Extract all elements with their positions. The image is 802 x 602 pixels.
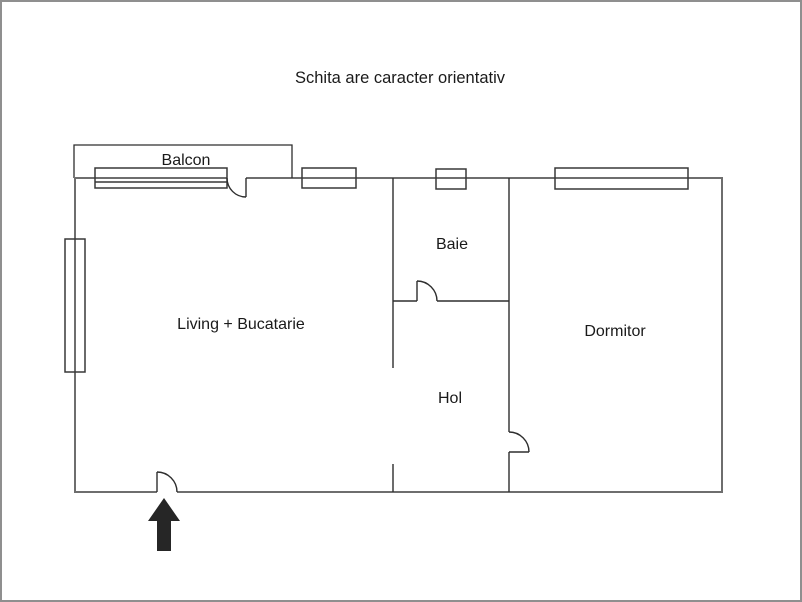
living-top-window [301,167,357,189]
entrance-arrow-icon [148,498,180,551]
balcony-outline [73,144,293,178]
exterior-walls [74,177,723,493]
room-label-dormitor: Dormitor [584,323,646,340]
plan-title: Schita are caracter orientativ [295,69,506,87]
windows [64,167,689,373]
room-label-balcon: Balcon [162,152,211,169]
bathroom-door [416,280,438,302]
interior-walls [392,178,510,492]
living-left-window [64,238,86,373]
balcony-door [226,177,247,198]
doors [156,177,530,493]
room-label-living-bucatarie: Living + Bucatarie [177,316,305,333]
room-label-baie: Baie [436,236,468,253]
bedroom-door [508,431,530,453]
bedroom-top-window [554,167,689,190]
bathroom-top-window [435,168,467,190]
entrance-door [156,471,178,493]
room-label-hol: Hol [438,390,462,407]
